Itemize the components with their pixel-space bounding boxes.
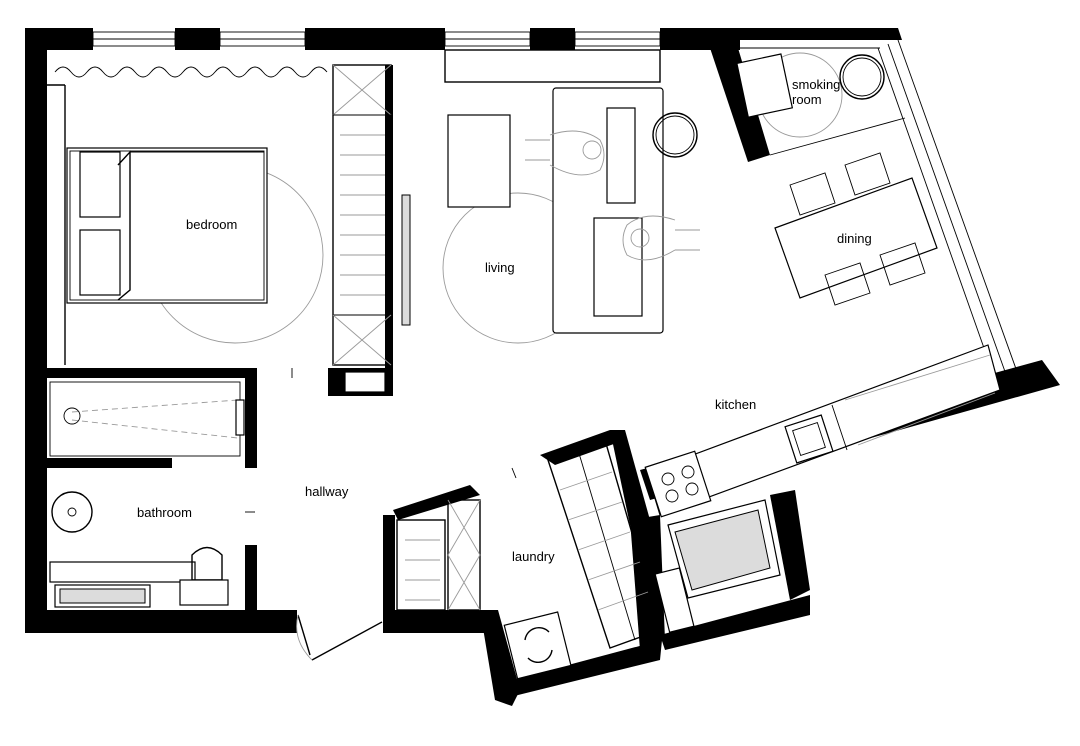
stove-icon	[644, 450, 712, 518]
smoking-room-label-line1: smoking	[792, 77, 840, 92]
bedroom-label: bedroom	[186, 217, 237, 232]
living: living	[401, 87, 700, 344]
washing-machine-icon	[503, 611, 572, 680]
bathtub-icon	[54, 584, 151, 608]
curtain	[54, 66, 328, 78]
bathroom: bathroom	[49, 381, 245, 608]
bedroom: bedroom	[66, 147, 324, 344]
windows	[92, 31, 1021, 383]
hallway-label: hallway	[305, 484, 349, 499]
chair-icon	[789, 152, 926, 306]
table-icon	[774, 177, 938, 299]
laundry-label: laundry	[512, 549, 555, 564]
smoking-room: smoking room	[736, 52, 906, 156]
bathroom-label: bathroom	[137, 505, 192, 520]
dining: dining	[774, 152, 938, 306]
round-plant-icon	[652, 112, 698, 158]
round-plant-icon	[839, 54, 885, 100]
living-label: living	[485, 260, 515, 275]
person-icon	[525, 130, 605, 176]
bed-icon	[66, 147, 268, 304]
smoking-room-label-line2: room	[792, 92, 822, 107]
kitchen-label: kitchen	[715, 397, 756, 412]
toilet-icon	[179, 546, 229, 606]
sink-icon	[784, 414, 834, 464]
wardrobe	[332, 64, 392, 366]
person-icon	[622, 215, 700, 261]
dining-label: dining	[837, 231, 872, 246]
kitchen: kitchen	[644, 344, 1001, 633]
table-icon	[447, 114, 511, 208]
hallway: hallway	[245, 368, 517, 661]
laundry: laundry	[396, 439, 661, 680]
